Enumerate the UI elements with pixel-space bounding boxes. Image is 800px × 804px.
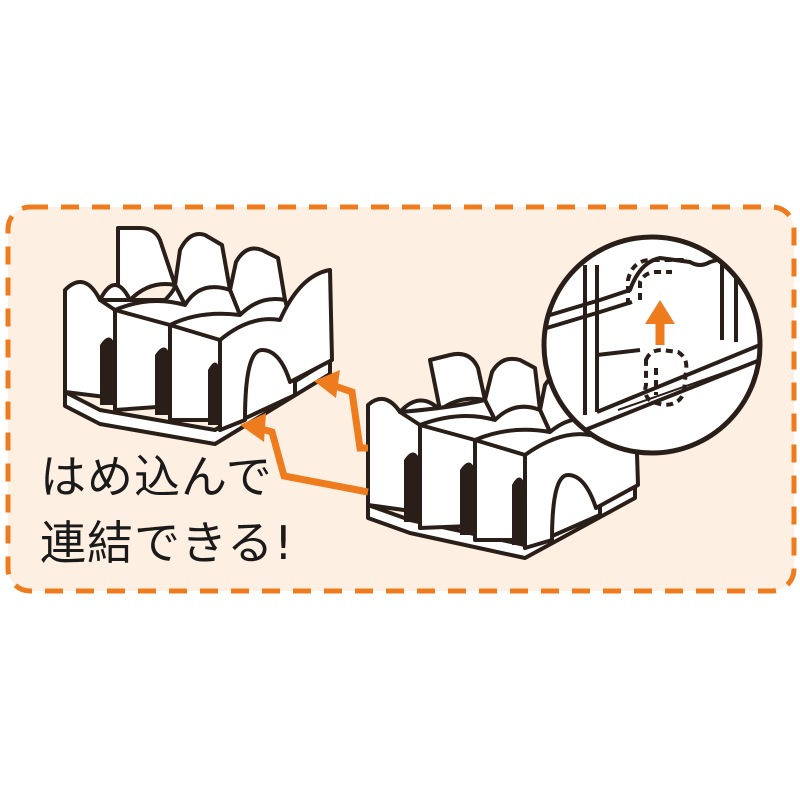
caption-line-2: 連結できる!: [40, 516, 294, 570]
arrow-lower-head: [240, 413, 266, 442]
arrow-upper: [330, 381, 368, 452]
arrow-lower: [257, 424, 369, 496]
caption-line-1: はめ込んで: [40, 450, 273, 504]
left-dish-rack: [63, 226, 334, 446]
detail-magnifier: [541, 234, 763, 456]
arrow-upper-head: [314, 370, 340, 398]
connection-arrows: [257, 381, 369, 496]
